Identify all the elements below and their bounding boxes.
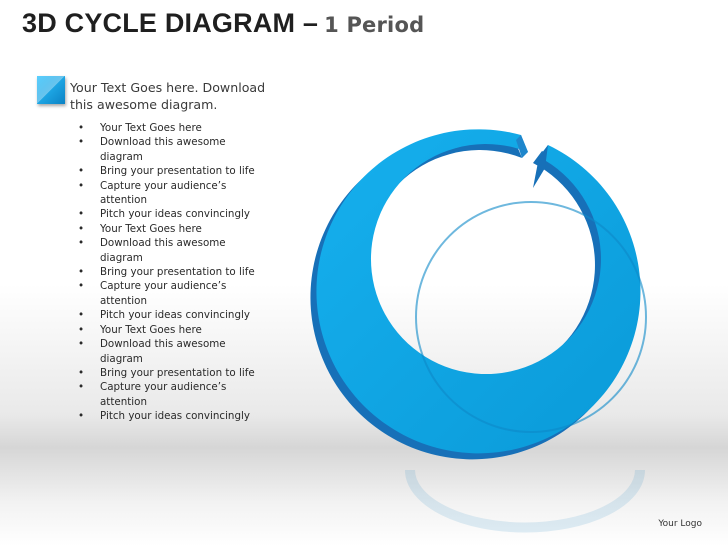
bullet-marker: • — [78, 410, 85, 423]
bullet-text: Pitch your ideas convincingly — [100, 208, 250, 221]
ring-gap-edge-left — [516, 135, 528, 158]
slide-title: 3D CYCLE DIAGRAM –1 Period — [22, 8, 424, 39]
bullet-marker: • — [78, 136, 85, 149]
ring-inner-rim — [415, 201, 647, 433]
bullet-marker: • — [78, 338, 85, 351]
ring-segment — [316, 129, 641, 454]
bullet-text: Your Text Goes here — [100, 323, 202, 336]
bullet-text: Pitch your ideas convincingly — [100, 309, 250, 322]
bullet-marker: • — [78, 222, 85, 235]
bullet-item: • Capture your audience’s attention — [76, 279, 266, 308]
bullet-item: • Pitch your ideas convincingly — [76, 308, 266, 322]
bullet-text: Your Text Goes here — [100, 222, 202, 235]
bullet-marker: • — [78, 208, 85, 221]
bullet-marker: • — [78, 366, 85, 379]
title-main: 3D CYCLE DIAGRAM – — [22, 8, 319, 38]
bullet-text: Download this awesome diagram — [100, 237, 226, 264]
bullet-text: Bring your presentation to life — [100, 366, 255, 379]
bullet-item: • Your Text Goes here — [76, 323, 266, 337]
title-subtitle: 1 Period — [324, 13, 425, 37]
bullet-item: • Bring your presentation to life — [76, 265, 266, 279]
bullet-text: Capture your audience’s attention — [100, 280, 227, 307]
bullet-item: • Bring your presentation to life — [76, 366, 266, 380]
ring-gap-edge — [533, 145, 548, 188]
bullet-item: • Download this awesome diagram — [76, 337, 266, 366]
bullet-text: Download this awesome diagram — [100, 338, 226, 365]
intro-text: Your Text Goes here. Download this aweso… — [70, 80, 266, 112]
bullet-text: Download this awesome diagram — [100, 136, 226, 163]
bullet-item: • Download this awesome diagram — [76, 135, 266, 164]
bullet-marker: • — [78, 323, 85, 336]
blue-cube-icon — [37, 76, 65, 104]
bullet-text: Capture your audience’s attention — [100, 179, 227, 207]
bullet-item: • Download this awesome diagram — [76, 236, 266, 265]
bullet-item: • Pitch your ideas convincingly — [76, 409, 266, 423]
bullet-item: • Your Text Goes here — [76, 121, 266, 135]
bullet-text: Bring your presentation to life — [100, 165, 255, 178]
bullet-marker: • — [78, 309, 85, 322]
bullet-text: Your Text Goes here — [100, 122, 202, 134]
bullet-text: Bring your presentation to life — [100, 266, 255, 279]
bullet-marker: • — [78, 237, 85, 250]
bullet-marker: • — [78, 122, 85, 134]
bullet-text: Pitch your ideas convincingly — [100, 410, 250, 423]
bullet-marker: • — [78, 280, 85, 293]
bullet-list: • Your Text Goes here • Download this aweso… — [76, 121, 266, 424]
bullet-item: • Bring your presentation to life — [76, 164, 266, 178]
bullet-item: • Your Text Goes here — [76, 222, 266, 236]
bullet-item: • Pitch your ideas convincingly — [76, 207, 266, 221]
ring-reflection — [405, 469, 645, 533]
bullet-marker: • — [78, 165, 85, 178]
bullet-marker: • — [78, 381, 85, 394]
bullet-marker: • — [78, 266, 85, 279]
bullet-marker: • — [78, 179, 85, 192]
bullet-item: • Capture your audience’s attention — [76, 179, 266, 208]
bullet-text: Capture your audience’s attention — [100, 381, 227, 408]
logo-placeholder: Your Logo — [658, 519, 702, 529]
bullet-item: • Capture your audience’s attention — [76, 380, 266, 409]
